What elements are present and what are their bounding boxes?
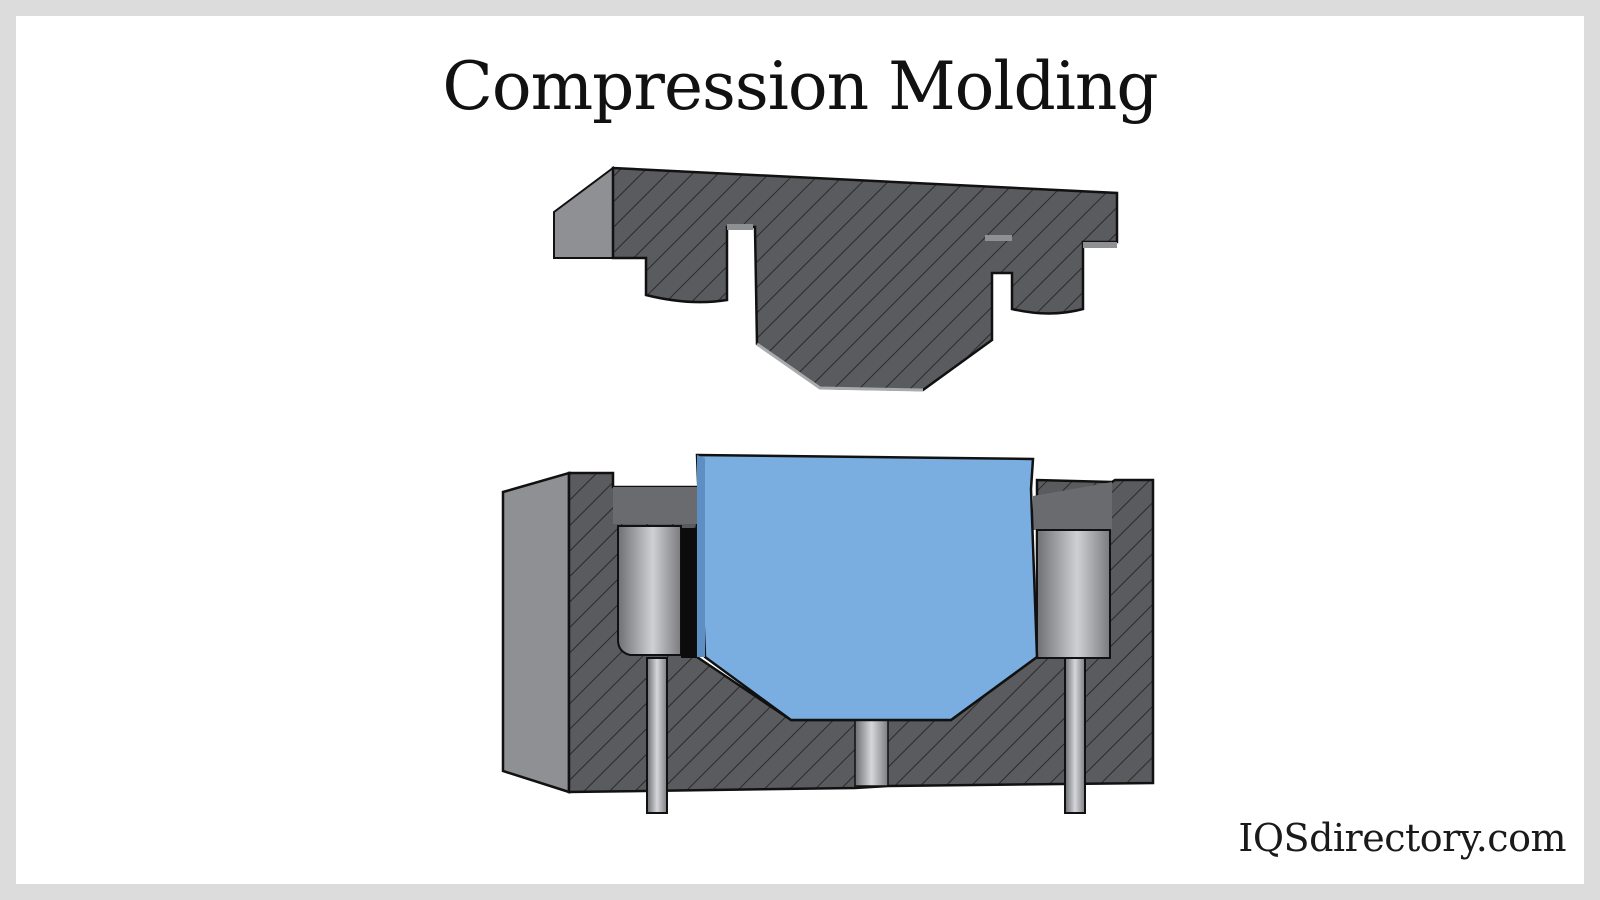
source-watermark: IQSdirectory.com (1238, 816, 1566, 860)
molding-charge-left-edge (697, 455, 705, 657)
lower-mold-right-recess (1033, 482, 1112, 530)
center-sprue-channel (854, 719, 889, 787)
lower-mold-left-recess (613, 487, 697, 524)
upper-mold-right-step (1083, 242, 1117, 248)
left-insert-cylinder (617, 525, 682, 656)
upper-mold-plunger-icon (553, 166, 1119, 392)
ejector-pin-left (646, 657, 668, 814)
ejector-pin-right (1064, 657, 1086, 814)
upper-mold-body (611, 166, 1119, 392)
lower-mold-side-face (501, 471, 571, 794)
molding-charge-icon (695, 453, 1039, 722)
left-material-gap (681, 528, 696, 658)
upper-mold-side-face (553, 166, 614, 259)
ejector-pin-icon (646, 657, 1086, 814)
lower-mold-cavity-icon (501, 471, 1155, 794)
diagram-title: Compression Molding (442, 48, 1158, 125)
upper-mold-slot-left (727, 224, 753, 230)
upper-mold-edge-highlight (756, 342, 924, 392)
right-insert-cylinder (1036, 529, 1111, 659)
upper-mold-slot-right (985, 235, 1012, 241)
